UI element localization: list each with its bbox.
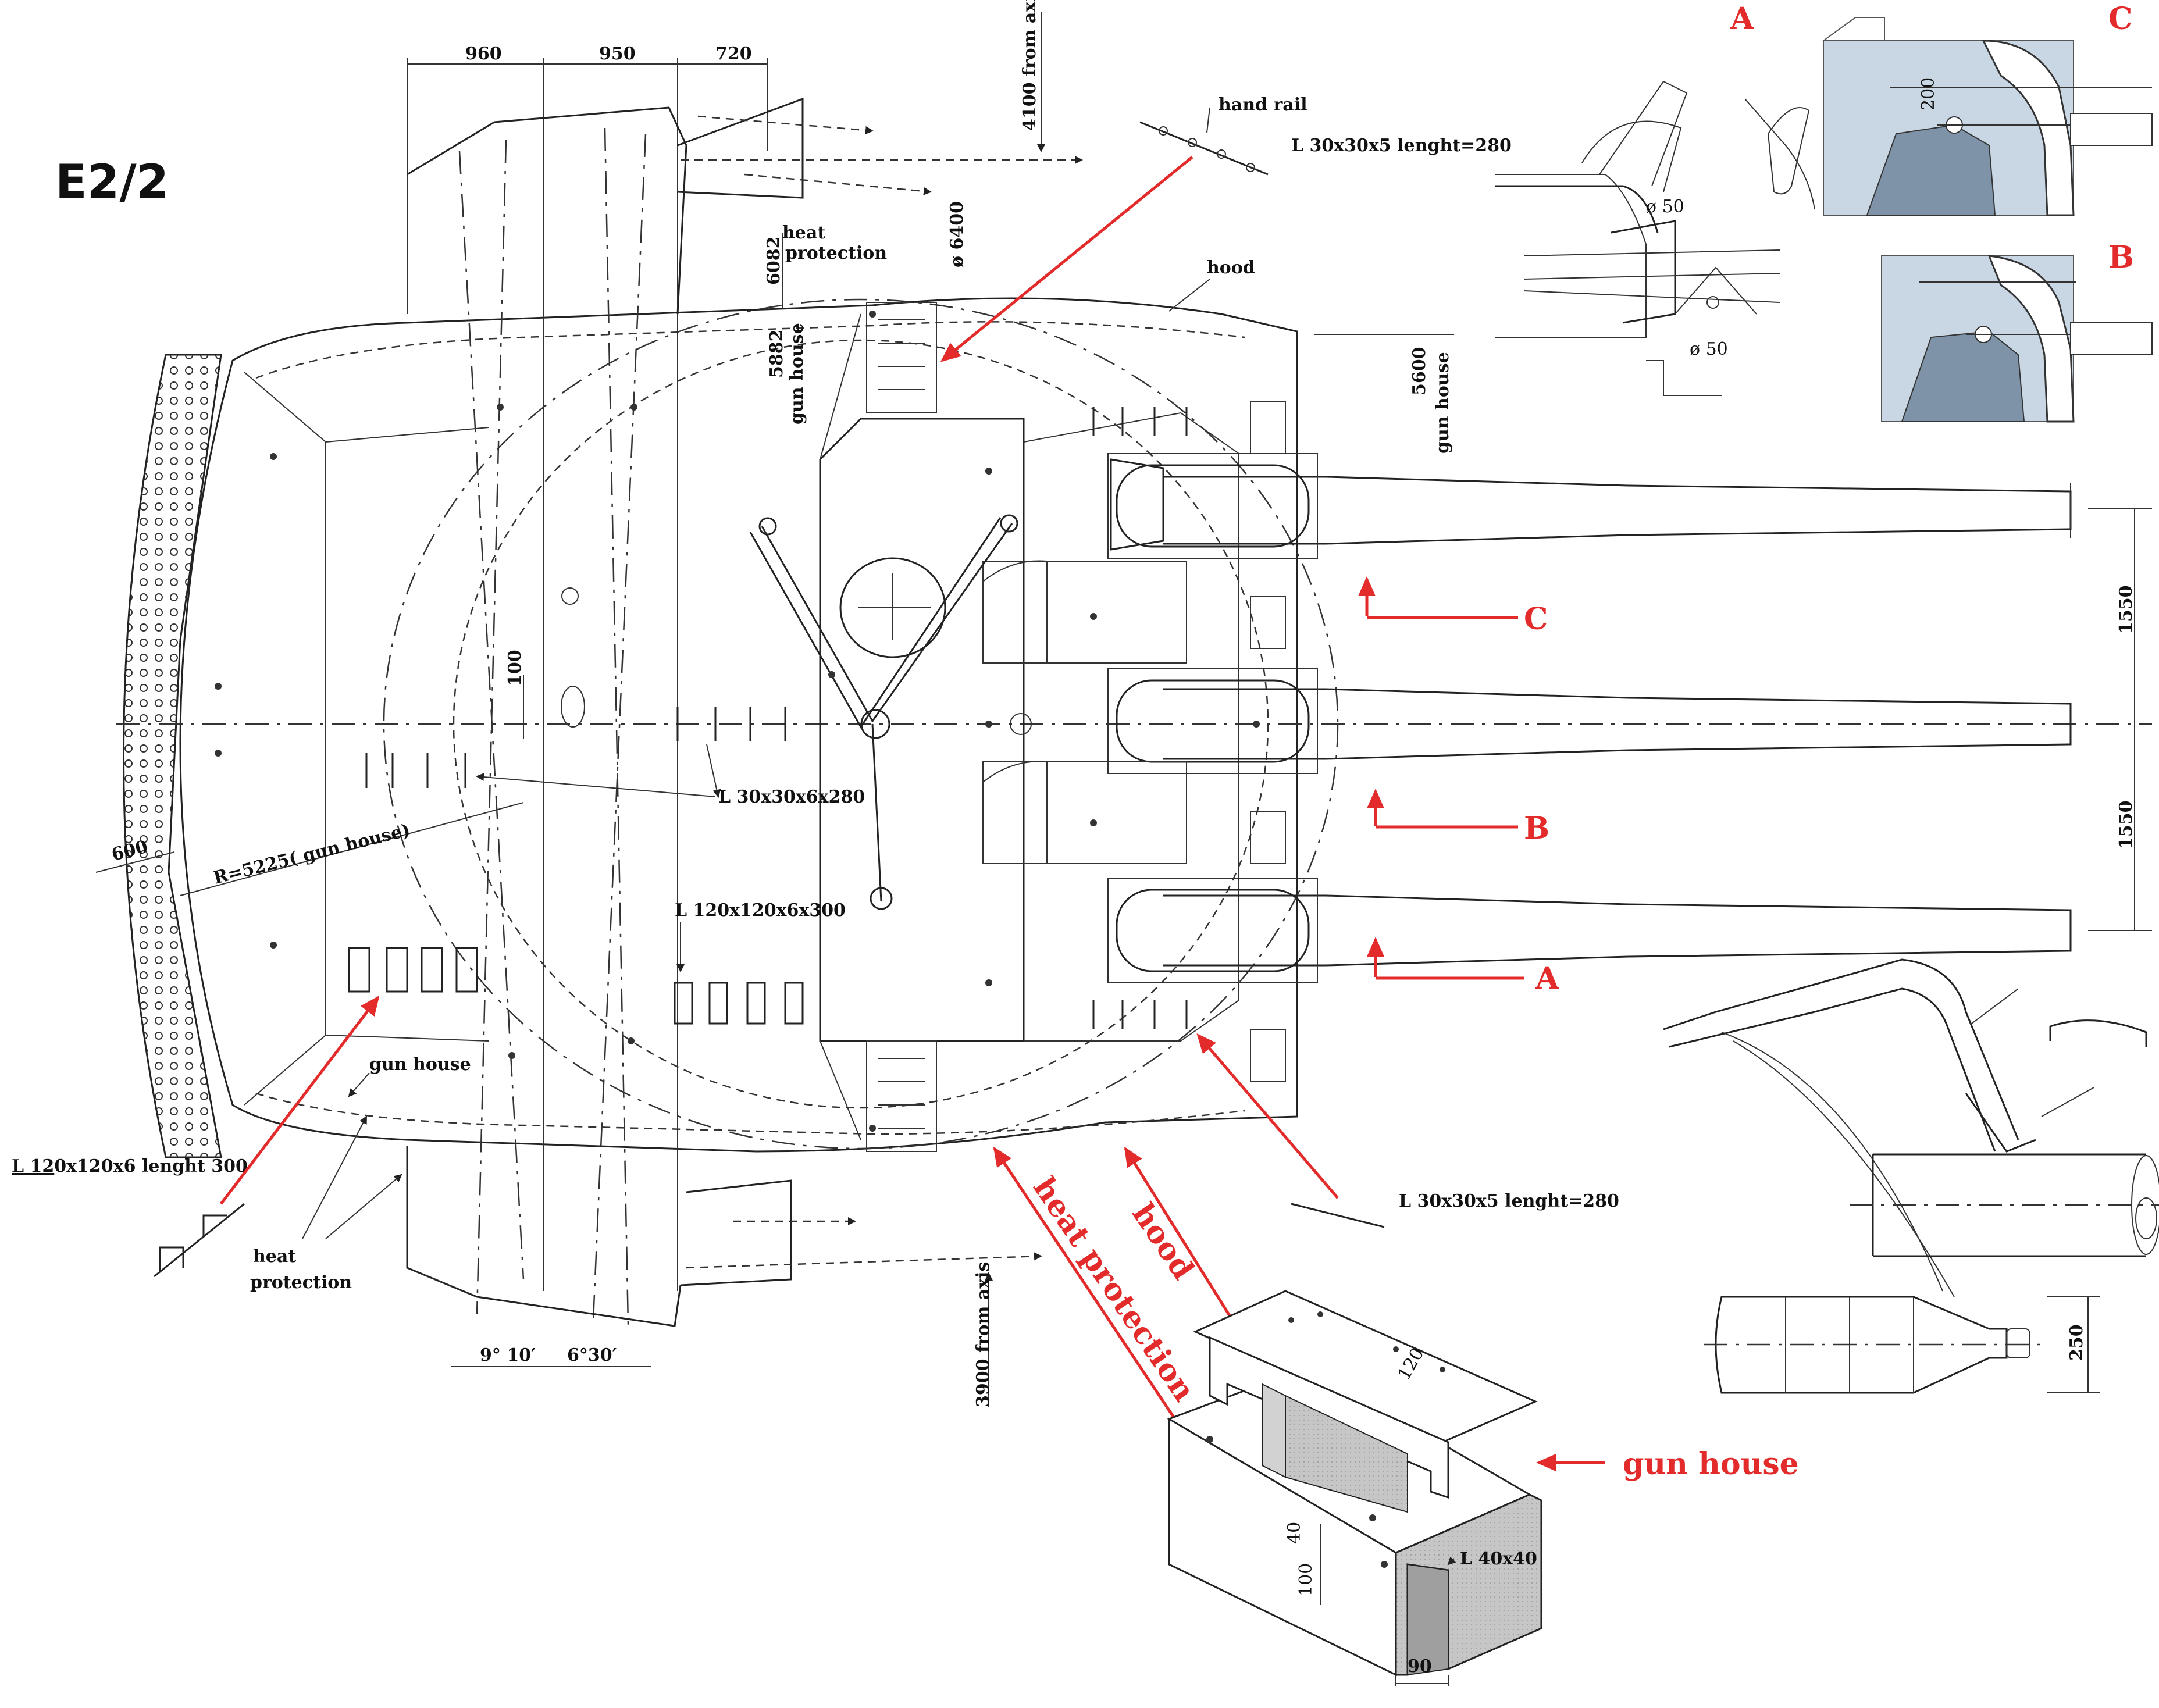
label-heat-top-1: heat [782, 223, 825, 243]
marker-a: A [1535, 961, 1559, 996]
label-angle-120: L 120x120x6x300 [675, 900, 846, 921]
inset-a-dim-50a: ø 50 [1646, 197, 1684, 217]
label-angle-bottom: L 30x30x5 lenght=280 [1399, 1191, 1619, 1211]
dim-720: 720 [715, 44, 752, 64]
dim-6400: ø 6400 [947, 201, 967, 268]
dim-960: 960 [465, 44, 502, 64]
inset-c-panel: C 200 [1821, 1, 2153, 216]
bracket-dim-100: 100 [1296, 1563, 1316, 1596]
lower-wing [406, 1146, 792, 1327]
training-circle [383, 298, 1339, 1150]
inset-a-sketch: A ø 50 ø 50 [1495, 1, 1815, 396]
label-gun-house-5600: gun house [1433, 352, 1453, 454]
front-platform [819, 418, 1025, 1042]
hood-detail [1663, 958, 2159, 1297]
projectile-detail: 250 [1704, 1296, 2100, 1394]
marker-c: C [1524, 601, 1548, 637]
dim-angle-9-10: 9° 10′ [480, 1345, 536, 1365]
gun-barrel-lower [1116, 889, 2072, 972]
upper-wing [407, 97, 804, 315]
label-gun-house-bottom: gun house [369, 1054, 471, 1075]
label-angle-40: L 40x40 [1460, 1549, 1537, 1569]
dim-5882: 5882 [767, 330, 787, 379]
angle-slots [348, 407, 1188, 1029]
dim-950: 950 [599, 44, 636, 64]
label-angle-top: L 30x30x5 lenght=280 [1291, 136, 1512, 156]
marker-b: B [1524, 811, 1549, 846]
dim-6082: 6082 [764, 237, 784, 286]
inset-b-panel: B [1881, 240, 2153, 423]
black-labels: hand rail L 30x30x5 lenght=280 heat prot… [12, 95, 1619, 1293]
gun-barrels [982, 453, 2072, 983]
gun-house-plan [116, 58, 2152, 1327]
dim-1550-lower: 1550 [2116, 801, 2136, 850]
drawing-title: E2/2 [55, 155, 169, 209]
dim-5600: 5600 [1409, 347, 1430, 396]
dim-radius-5225: R=5225( gun house) [211, 820, 412, 889]
bracket-detail: 90 120 40 100 L 40x40 [1167, 1290, 1542, 1686]
label-hand-rail: hand rail [1219, 95, 1307, 115]
dim-4100-from-axis: 4100 from axis [1020, 0, 1040, 131]
inset-a-label: A [1730, 1, 1754, 37]
bracket-dim-90: 90 [1408, 1656, 1432, 1677]
inset-a-dim-50b: ø 50 [1690, 339, 1728, 359]
projectile-dim-250: 250 [2067, 1324, 2087, 1361]
label-heat-top-2: protection [785, 243, 887, 263]
label-gun-house-5882: gun house [787, 323, 807, 425]
label-red-heat-protection: heat protection [1026, 1171, 1202, 1407]
label-heat-bottom-2: protection [250, 1272, 352, 1293]
gun-barrel-upper [1110, 458, 2072, 551]
rangefinder-arms [749, 514, 1018, 910]
inset-c-label: C [2108, 1, 2132, 37]
dim-1550-upper: 1550 [2116, 586, 2136, 634]
label-heat-bottom-1: heat [253, 1246, 296, 1267]
label-red-hood: hood [1125, 1197, 1201, 1286]
label-hood: hood [1207, 258, 1255, 278]
label-angle-mid: L 30x30x6x280 [718, 787, 865, 807]
inset-c-dim: 200 [1918, 77, 1939, 110]
roof-hatches [866, 302, 1286, 1152]
dim-angle-6-30: 6°30′ [567, 1345, 617, 1365]
label-red-gun-house: gun house [1623, 1446, 1799, 1482]
label-angle-left-bold: L 120x120x6 lenght 300 [12, 1156, 248, 1176]
red-annotations: C B A heat protection hood gun house [220, 156, 1799, 1482]
dim-100: 100 [505, 650, 525, 686]
bracket-dim-40: 40 [1284, 1522, 1305, 1544]
gun-barrel-centre [1116, 679, 2072, 763]
gun-house-outline [179, 297, 1298, 1153]
dim-3900-from-axis: 3900 from axis [973, 1262, 993, 1407]
inset-b-label: B [2108, 240, 2134, 275]
rear-perforated-plate [123, 354, 222, 1158]
